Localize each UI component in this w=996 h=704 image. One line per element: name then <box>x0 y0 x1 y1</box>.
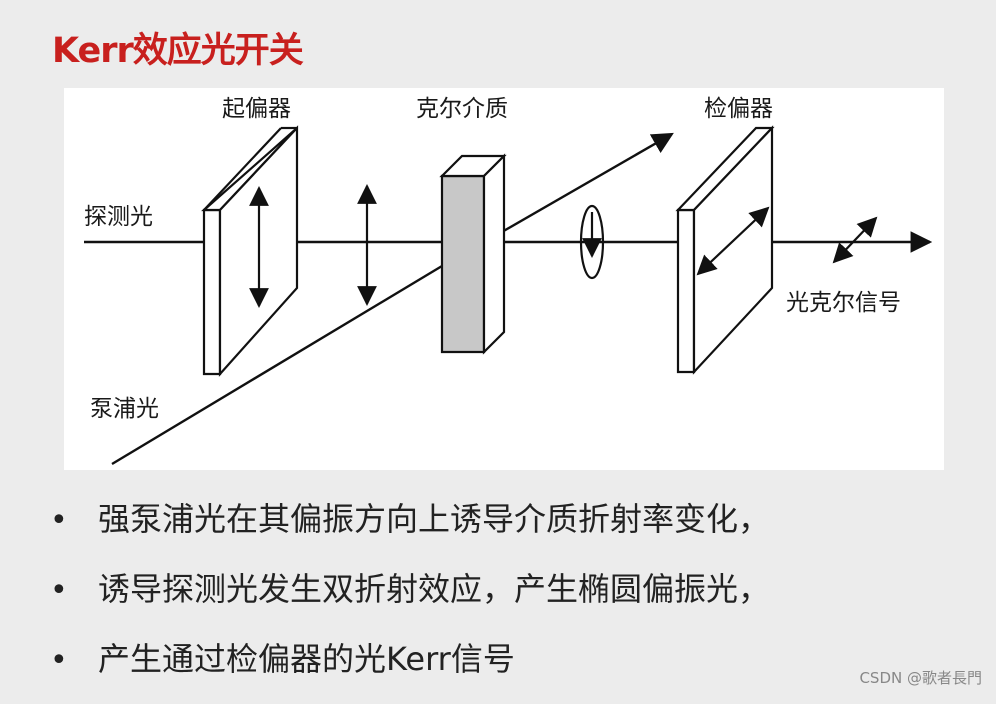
bullet-marker: • <box>50 643 68 678</box>
bullet-marker: • <box>50 573 68 608</box>
signal-polarization-arrow <box>832 216 878 264</box>
bullet-marker: • <box>50 503 68 538</box>
watermark: CSDN @歌者長門 <box>859 669 982 687</box>
kerr-medium-block <box>439 153 507 355</box>
pump-beam-exit <box>487 132 674 242</box>
bullet-item: • 产生通过检偏器的光Kerr信号 <box>50 634 770 704</box>
analyzer-axis-arrow <box>696 206 770 276</box>
slide-title: Kerr效应光开关 <box>52 31 304 71</box>
bullet-text: 产生通过检偏器的光Kerr信号 <box>98 640 515 678</box>
kerr-gate-diagram: 起偏器 克尔介质 检偏器 探测光 泵浦光 光克尔信号 <box>64 88 944 470</box>
polarizer-plate <box>201 125 299 377</box>
kerr-signal-label: 光克尔信号 <box>786 290 901 316</box>
bullet-item: • 强泵浦光在其偏振方向上诱导介质折射率变化， <box>50 494 770 564</box>
pump-light-label: 泵浦光 <box>90 396 159 422</box>
bullet-item: • 诱导探测光发生双折射效应，产生椭圆偏振光， <box>50 564 770 634</box>
probe-light-label: 探测光 <box>84 204 153 230</box>
bullet-text: 诱导探测光发生双折射效应，产生椭圆偏振光， <box>98 570 771 608</box>
bullet-text: 强泵浦光在其偏振方向上诱导介质折射率变化， <box>98 500 771 538</box>
polarizer-label: 起偏器 <box>222 96 291 122</box>
bullet-list: • 强泵浦光在其偏振方向上诱导介质折射率变化， • 诱导探测光发生双折射效应，产生椭… <box>50 494 770 704</box>
kerr-medium-label: 克尔介质 <box>416 96 508 122</box>
elliptical-polarization-ellipse <box>579 204 605 280</box>
analyzer-label: 检偏器 <box>704 96 773 122</box>
pump-beam <box>111 264 443 466</box>
